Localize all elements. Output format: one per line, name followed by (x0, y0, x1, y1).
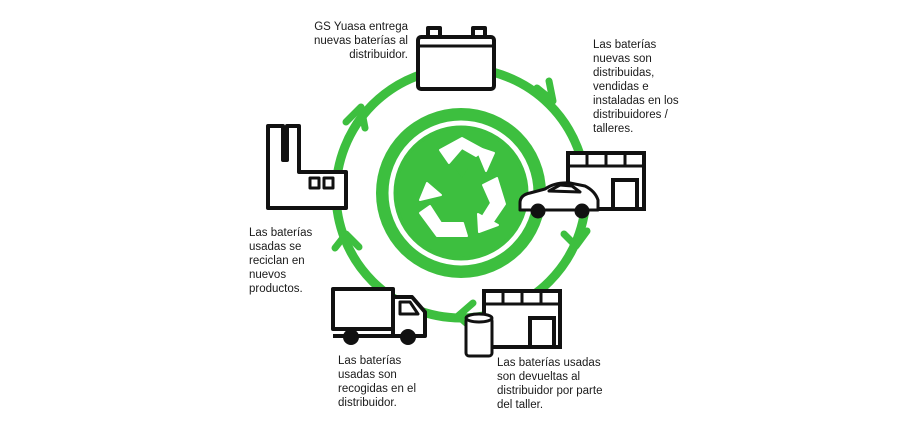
shop-and-car-icon (518, 151, 646, 219)
step-1-text: GS Yuasa entrega nuevas baterías al dist… (314, 21, 408, 61)
arrow-head-5 (342, 103, 369, 132)
step-4-text: Las baterías usadas son recogidas en el … (338, 355, 416, 409)
step-3-text: Las baterías usadas son devueltas al dis… (497, 357, 603, 411)
battery-icon (416, 26, 496, 91)
arrow-head-1 (533, 77, 557, 105)
factory-icon (266, 124, 348, 210)
arrow-head-2 (560, 227, 591, 250)
workshop-and-bin-icon (464, 289, 562, 358)
truck-icon (331, 287, 427, 345)
step-5-text: Las baterías usadas se reciclan en nuevo… (249, 227, 313, 295)
arrow-head-4 (331, 230, 363, 252)
step-2-text: Las baterías nuevas son distribuidas, ve… (593, 39, 679, 135)
recycle-icon (376, 108, 546, 278)
